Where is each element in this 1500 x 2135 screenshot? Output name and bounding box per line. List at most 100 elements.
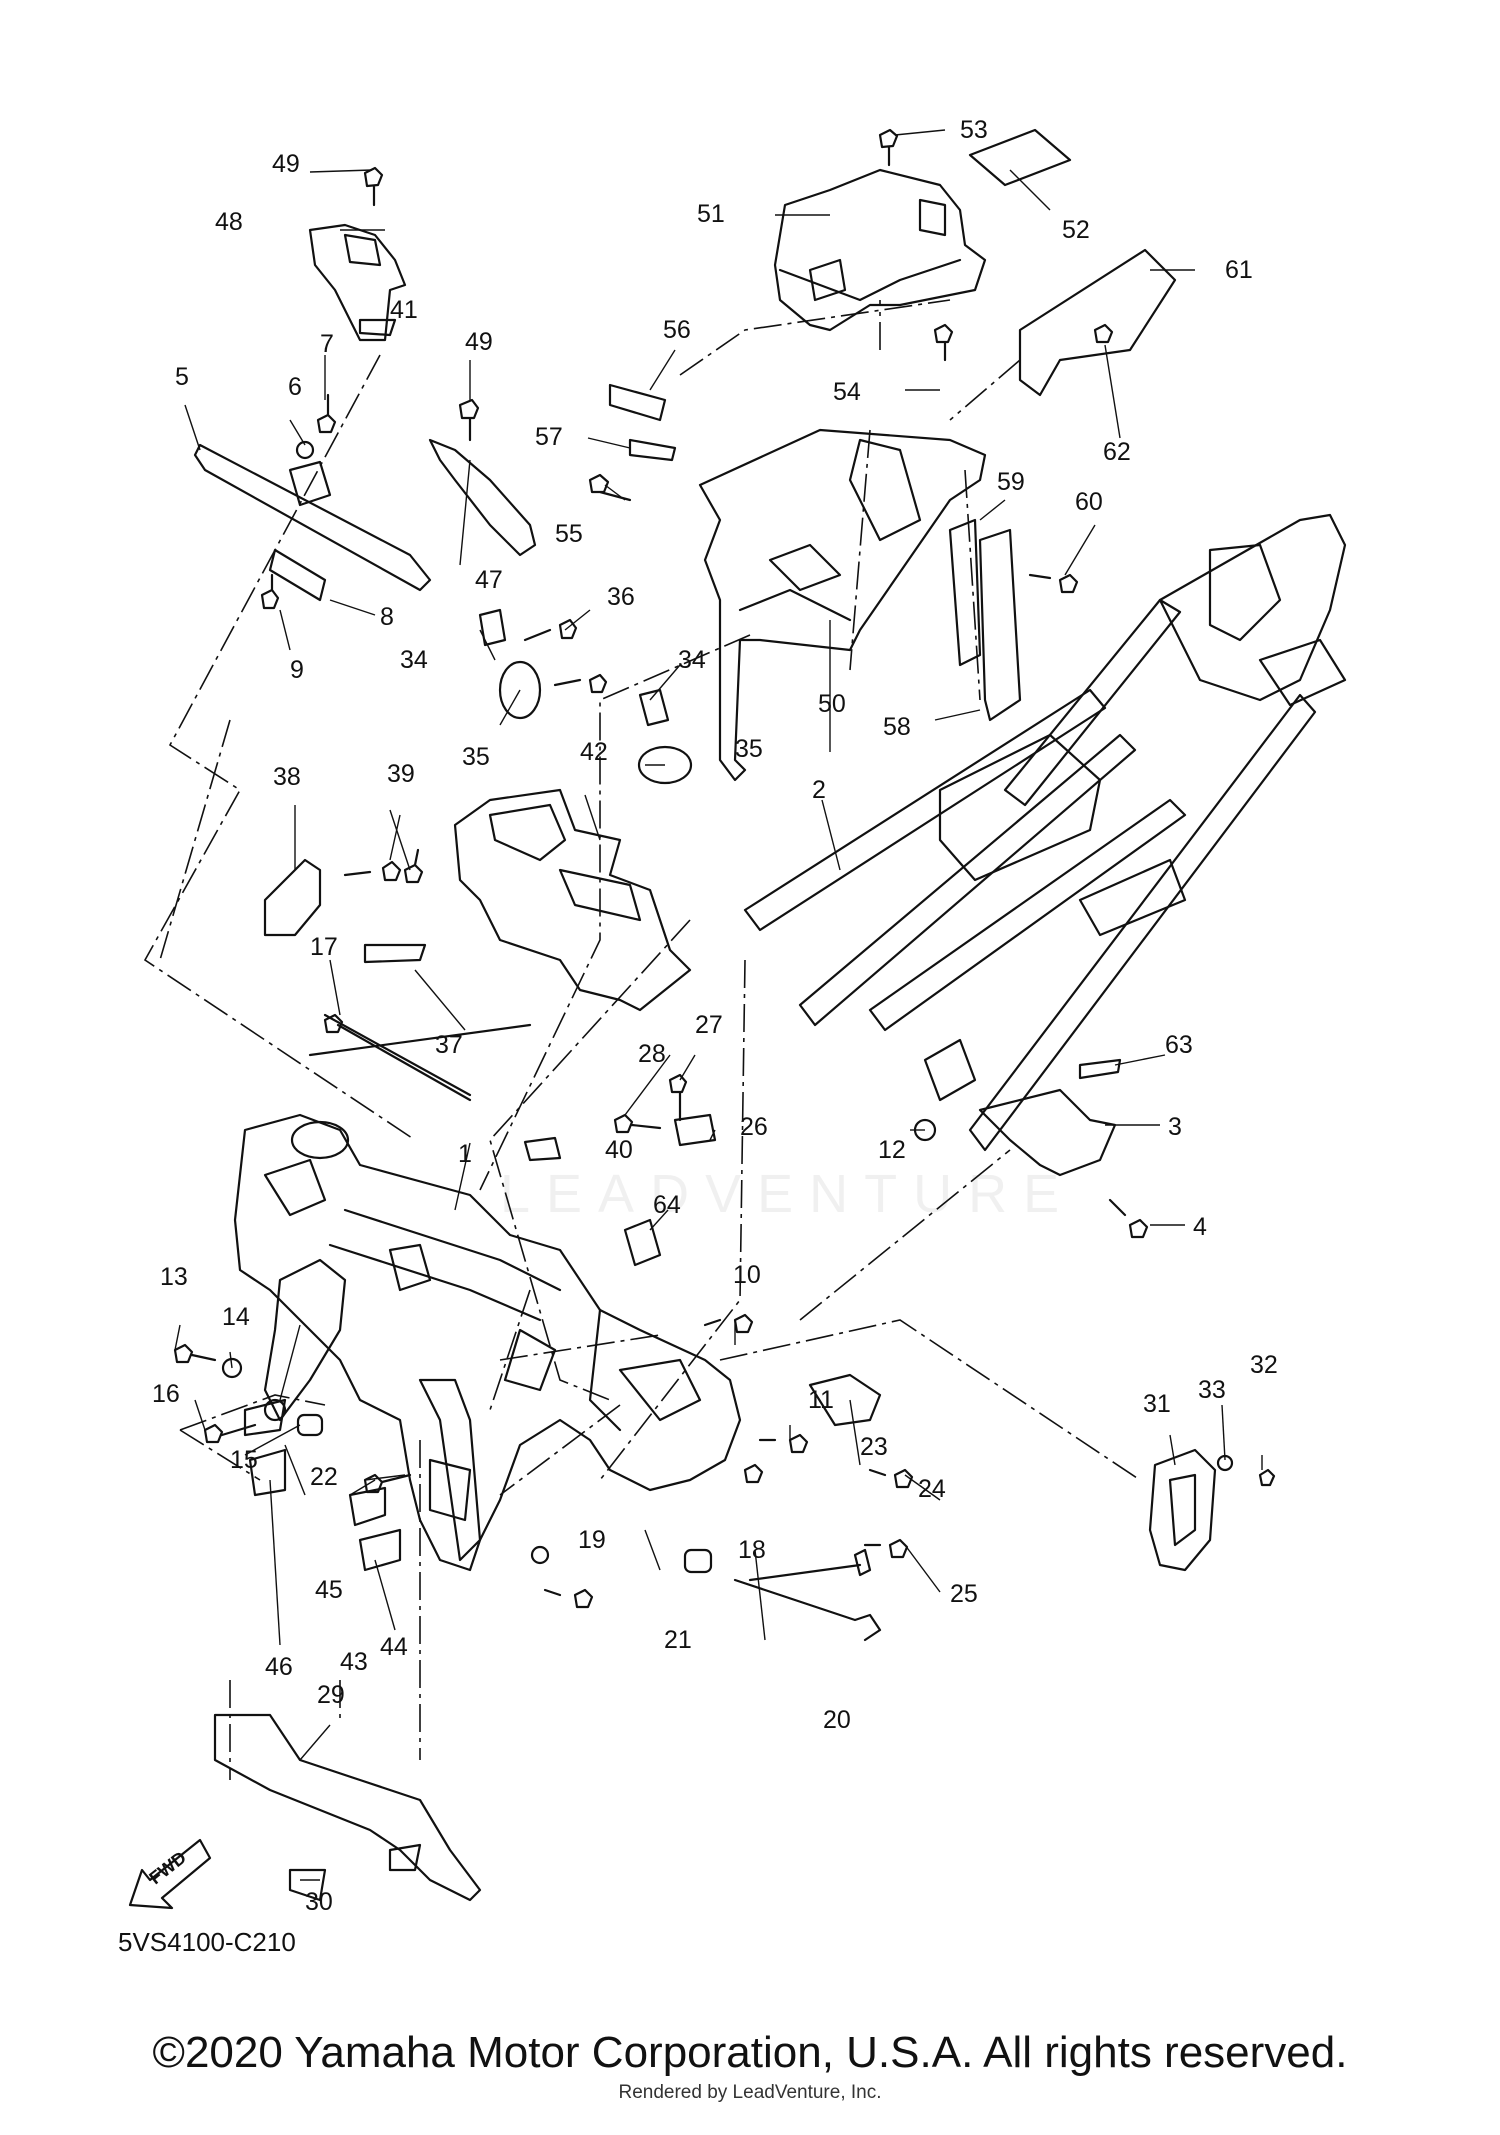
callout-16: 16 (152, 1380, 180, 1408)
guard-31 (1148, 1448, 1217, 1572)
callout-25: 25 (950, 1580, 978, 1608)
cap-35 (498, 660, 542, 720)
callout-37: 37 (435, 1031, 463, 1059)
pad-44 (358, 1528, 402, 1572)
callout-10: 10 (733, 1261, 761, 1289)
callout-30: 30 (305, 1888, 333, 1916)
copyright-notice: ©2020 Yamaha Motor Corporation, U.S.A. A… (152, 2028, 1348, 2077)
callout-20: 20 (823, 1706, 851, 1734)
callout-4: 4 (1193, 1213, 1207, 1241)
callout-23: 23 (860, 1433, 888, 1461)
callout-22: 22 (310, 1463, 338, 1491)
plate-3 (978, 1088, 1117, 1177)
callout-44: 44 (380, 1633, 408, 1661)
callout-52: 52 (1062, 216, 1090, 244)
callout-6: 6 (288, 373, 302, 401)
callout-54: 54 (833, 378, 861, 406)
callout-21: 21 (664, 1626, 692, 1654)
callout-labels: 1 2 3 4 5 6 7 8 9 10 11 12 13 14 15 16 1… (152, 116, 1278, 1916)
callout-leaders (174, 129, 1263, 1881)
callout-51: 51 (697, 200, 725, 228)
bracket-34b (638, 688, 670, 727)
engine-bracket-left (263, 1258, 482, 1562)
callout-35b: 35 (735, 735, 763, 763)
callout-58: 58 (883, 713, 911, 741)
callout-7: 7 (320, 330, 334, 358)
rear-subframe (743, 513, 1347, 1152)
callout-8: 8 (380, 603, 394, 631)
callout-36: 36 (607, 583, 635, 611)
bolt-17 (323, 1013, 472, 1097)
callout-60: 60 (1075, 488, 1103, 516)
callout-15: 15 (230, 1446, 258, 1474)
callout-28: 28 (638, 1040, 666, 1068)
callout-42: 42 (580, 738, 608, 766)
callout-35: 35 (462, 743, 490, 771)
callout-63: 63 (1165, 1031, 1193, 1059)
callout-41: 41 (390, 296, 418, 324)
callout-33: 33 (1198, 1376, 1226, 1404)
strap-59 (948, 518, 982, 667)
fwd-arrow-icon (128, 1838, 212, 1910)
main-frame (233, 1113, 742, 1572)
callout-31: 31 (1143, 1390, 1171, 1418)
bracket-34 (478, 608, 507, 647)
damper-40 (523, 1136, 562, 1162)
callout-61: 61 (1225, 256, 1253, 284)
callout-64: 64 (653, 1191, 681, 1219)
bracket-37 (363, 943, 427, 964)
callout-48: 48 (215, 208, 243, 236)
pad-46 (248, 1448, 287, 1497)
callout-34: 34 (400, 646, 428, 674)
callout-62: 62 (1103, 438, 1131, 466)
pad-57 (628, 438, 677, 462)
callout-17: 17 (310, 933, 338, 961)
callout-34b: 34 (678, 646, 706, 674)
pad-43 (348, 1486, 387, 1527)
callout-55: 55 (555, 520, 583, 548)
gasket-42 (453, 788, 692, 1012)
bracket-38 (263, 858, 322, 937)
tray-51 (773, 168, 987, 332)
callout-3: 3 (1168, 1113, 1182, 1141)
callout-14: 14 (222, 1303, 250, 1331)
bracket-58 (978, 528, 1022, 722)
collar-21 (683, 1548, 713, 1574)
callout-49: 49 (272, 150, 300, 178)
bracket-47 (428, 438, 537, 557)
callout-39: 39 (387, 760, 415, 788)
callout-59: 59 (997, 468, 1025, 496)
callout-32: 32 (1250, 1351, 1278, 1379)
fasteners (173, 128, 1276, 1609)
callout-50: 50 (818, 690, 846, 718)
cross-member (193, 443, 432, 602)
rendered-by-credit: Rendered by LeadVenture, Inc. (618, 2082, 882, 2103)
callout-43: 43 (340, 1648, 368, 1676)
pad-45 (243, 1398, 287, 1437)
bracket-48 (308, 223, 407, 342)
callout-29: 29 (317, 1681, 345, 1709)
callout-40: 40 (605, 1136, 633, 1164)
plate-52 (968, 128, 1072, 187)
callout-27: 27 (695, 1011, 723, 1039)
callout-9: 9 (290, 656, 304, 684)
callout-57: 57 (535, 423, 563, 451)
strip-64 (623, 1218, 662, 1267)
pad-56 (608, 383, 667, 422)
callout-24: 24 (918, 1475, 946, 1503)
battery-box (698, 428, 987, 782)
callout-38: 38 (273, 763, 301, 791)
bracket-26 (673, 1113, 717, 1147)
assembly-leaders (143, 299, 1141, 1780)
callout-46: 46 (265, 1653, 293, 1681)
callout-26: 26 (740, 1113, 768, 1141)
callout-45: 45 (315, 1576, 343, 1604)
collar-15 (296, 1413, 324, 1437)
callout-56: 56 (663, 316, 691, 344)
callout-47: 47 (475, 566, 503, 594)
drawing-code: 5VS4100-C210 (118, 1927, 296, 1957)
callout-11: 11 (808, 1386, 834, 1414)
undercover-29 (213, 1713, 482, 1902)
seal-41 (358, 318, 397, 337)
